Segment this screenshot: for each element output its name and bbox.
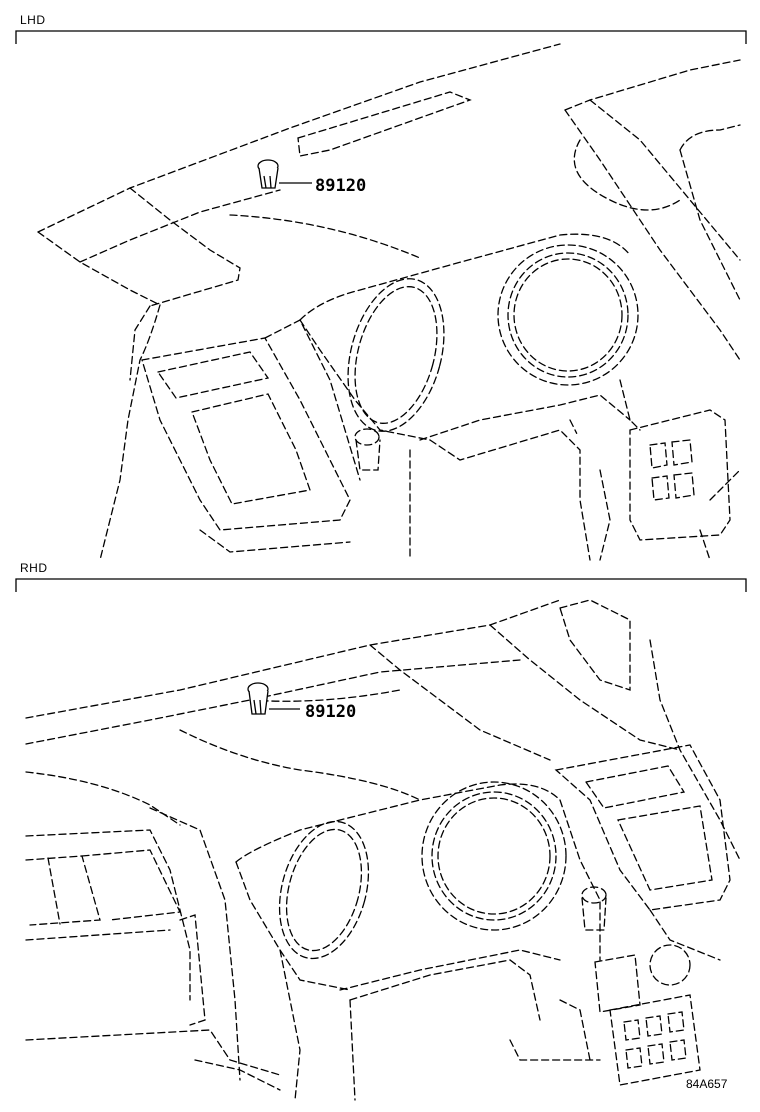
section-label-lhd: LHD [20, 13, 46, 27]
section-label-rhd: RHD [20, 561, 48, 575]
lhd-dashboard [37, 43, 741, 561]
part-number-lhd[interactable]: 89120 [315, 176, 367, 196]
section-frame-rhd [15, 578, 747, 592]
diagram-code: 84A657 [686, 1077, 728, 1091]
rhd-dashboard [25, 599, 741, 1101]
section-frame-lhd [15, 30, 747, 44]
part-89120-rhd-clip [247, 682, 300, 715]
part-number-rhd[interactable]: 89120 [305, 702, 357, 722]
part-89120-lhd-clip [257, 159, 312, 189]
